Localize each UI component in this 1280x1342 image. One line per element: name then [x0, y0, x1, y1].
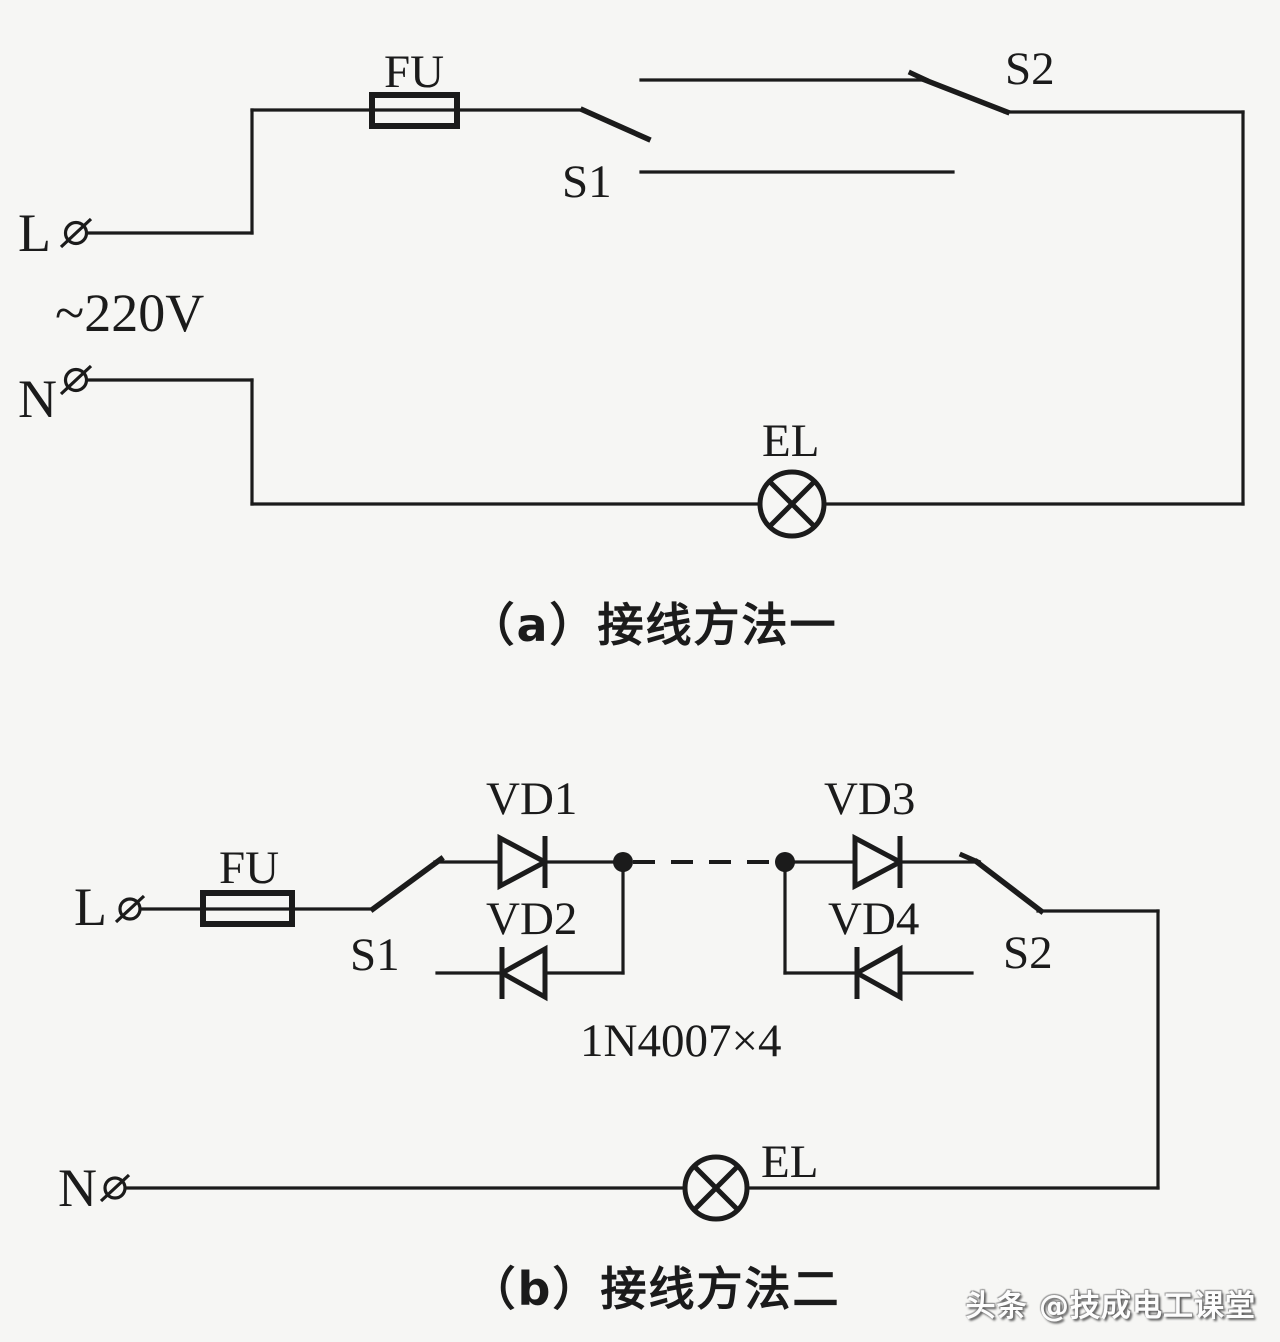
switch-s1-a-blade	[579, 106, 652, 143]
diode-vd4-symbol	[851, 944, 903, 1002]
lamp-symbol-b	[682, 1154, 750, 1222]
junction-dot-left	[613, 852, 633, 872]
fuse-symbol-b	[200, 890, 295, 927]
label-neutral-a: N	[18, 369, 57, 429]
label-diode-part-number: 1N4007×4	[580, 1015, 781, 1067]
terminal-l-a	[59, 217, 93, 249]
diode-vd2-symbol	[496, 944, 548, 1002]
label-diode-vd1: VD1	[486, 773, 577, 825]
label-lamp-a: EL	[762, 415, 819, 467]
switch-s2-a-blade	[921, 76, 1011, 116]
label-voltage: ~220V	[55, 283, 204, 343]
label-fuse-a: FU	[384, 46, 444, 98]
caption-a: （a）接线方法一	[468, 598, 837, 652]
label-fuse-b: FU	[219, 842, 279, 894]
terminal-l-b	[114, 894, 146, 924]
label-switch2-b: S2	[1003, 927, 1053, 979]
switch-s2-b-blade	[973, 858, 1045, 915]
label-switch1-b: S1	[350, 929, 400, 981]
label-live-b: L	[74, 877, 107, 937]
label-diode-vd4: VD4	[828, 893, 919, 945]
label-switch1-a: S1	[562, 156, 612, 208]
circuit-b: L N FU S1 S2 VD1 VD2 VD3 VD4 1N4007×4 EL…	[58, 773, 1160, 1316]
circuit-a: L N ~220V FU S1 S2 EL （a）接线方法一	[18, 43, 1245, 652]
junction-dot-right	[775, 852, 795, 872]
watermark: 头条 @技成电工课堂	[965, 1289, 1256, 1324]
label-neutral-b: N	[58, 1158, 97, 1218]
caption-b: （b）接线方法二	[470, 1262, 841, 1316]
fuse-symbol-a	[369, 92, 460, 129]
label-diode-vd2: VD2	[486, 893, 577, 945]
lamp-symbol-a	[757, 469, 827, 539]
terminal-n-a	[59, 364, 93, 396]
terminal-n-b	[99, 1173, 131, 1203]
label-lamp-b: EL	[761, 1136, 818, 1188]
label-live-a: L	[18, 203, 51, 263]
diode-vd3-symbol	[852, 833, 906, 891]
label-diode-vd3: VD3	[824, 773, 915, 825]
label-switch2-a: S2	[1005, 43, 1055, 95]
diode-vd1-symbol	[497, 833, 551, 891]
switch-s1-b-blade	[369, 855, 445, 913]
